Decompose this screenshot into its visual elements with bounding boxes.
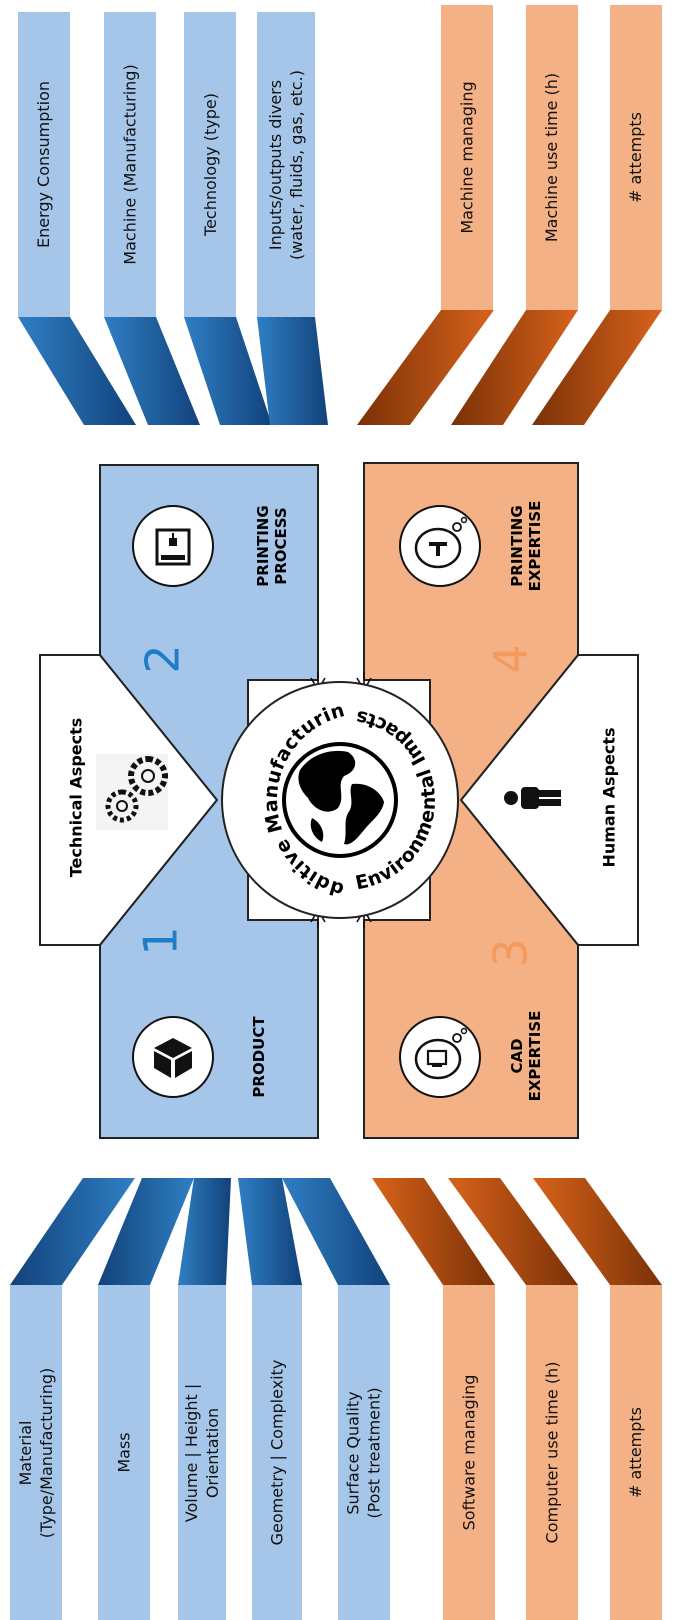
label-line: PRINTING xyxy=(254,505,272,587)
bar-label: Technology (type) xyxy=(200,93,220,236)
bar-label-line: (Post treatment) xyxy=(365,1386,384,1519)
number-3: 3 xyxy=(483,938,538,968)
bar-label: Mass xyxy=(114,1432,134,1473)
product-label: PRODUCT xyxy=(250,1009,268,1105)
bar-label: Computer use time (h) xyxy=(542,1361,562,1544)
top-orange-ribbons xyxy=(357,310,662,425)
svg-text:Additive Manufacturing: Additive Manufacturing xyxy=(0,699,347,1148)
printing-process-label: PRINTING PROCESS xyxy=(254,498,290,594)
bar-label: Machine (Manufacturing) xyxy=(120,64,140,265)
top-arc-text: Additive Manufacturing xyxy=(0,699,347,1148)
bar-software-managing: Software managing xyxy=(443,1285,495,1620)
bar-label-line: Surface Quality xyxy=(344,1390,363,1515)
globe-icon xyxy=(282,742,398,858)
bar-technology-type: Technology (type) xyxy=(184,12,236,317)
label-line: EXPERTISE xyxy=(526,500,544,592)
bar-computer-use-time: Computer use time (h) xyxy=(526,1285,578,1620)
bar-label: # attempts xyxy=(626,111,646,204)
printing-expertise-label: PRINTING EXPERTISE xyxy=(508,498,544,594)
bar-label-line: (Type/Manufacturing) xyxy=(37,1367,57,1538)
top-blue-ribbons xyxy=(18,317,328,425)
bar-label: Volume | Height | Orientation xyxy=(181,1383,223,1521)
label-line: EXPERTISE xyxy=(526,1010,544,1102)
bar-energy-consumption: Energy Consumption xyxy=(18,12,70,317)
bar-material: Material (Type/Manufacturing) xyxy=(10,1285,62,1620)
cad-expertise-label: CAD EXPERTISE xyxy=(508,1008,544,1104)
bar-machine-manufacturing: Machine (Manufacturing) xyxy=(104,12,156,317)
bar-label-line: Material xyxy=(16,1420,36,1486)
human-aspects-label: Human Aspects xyxy=(599,727,619,868)
bar-label-line: Volume | Height | xyxy=(182,1383,201,1522)
bar-label: Inputs/outputs divers (water, fluids, ga… xyxy=(265,69,307,259)
bar-machine-use-time: Machine use time (h) xyxy=(526,5,578,310)
label-line: PROCESS xyxy=(272,507,290,585)
bar-machine-managing: Machine managing xyxy=(441,5,493,310)
blue-panel xyxy=(99,464,319,1139)
bar-label: Energy Consumption xyxy=(34,80,54,249)
number-4: 4 xyxy=(483,644,538,674)
svg-text:Environmental Impacts: Environmental Impacts xyxy=(353,706,440,895)
technical-aspects-label: Technical Aspects xyxy=(66,717,86,878)
bar-label: Machine use time (h) xyxy=(542,72,562,243)
bar-label: # attempts xyxy=(626,1406,646,1499)
bottom-blue-ribbons xyxy=(10,1178,390,1285)
bar-label: Material (Type/Manufacturing) xyxy=(15,1367,57,1537)
label-line: CAD xyxy=(508,1038,526,1074)
bar-label: Geometry | Complexity xyxy=(267,1359,287,1546)
bar-attempts-computer: # attempts xyxy=(610,1285,662,1620)
orange-panel xyxy=(363,462,579,1139)
bar-label-line: (water, fluids, gas, etc.) xyxy=(287,69,307,260)
label-line: PRINTING xyxy=(508,505,526,587)
number-1: 1 xyxy=(133,926,188,956)
number-2: 2 xyxy=(135,644,190,674)
bar-volume-height: Volume | Height | Orientation xyxy=(178,1285,226,1620)
bar-label: Machine managing xyxy=(457,81,477,234)
bar-label-line: Orientation xyxy=(203,1407,222,1498)
bottom-arc-text: Environmental Impacts xyxy=(353,706,440,895)
bar-label: Surface Quality (Post treatment) xyxy=(343,1387,385,1518)
bar-surface-quality: Surface Quality (Post treatment) xyxy=(338,1285,390,1620)
bar-label: Software managing xyxy=(459,1374,479,1531)
bottom-orange-ribbons xyxy=(372,1178,662,1285)
bar-attempts-machine: # attempts xyxy=(610,5,662,310)
bar-inputs-outputs: Inputs/outputs divers (water, fluids, ga… xyxy=(257,12,315,317)
label-line: PRODUCT xyxy=(250,1016,268,1098)
bar-mass: Mass xyxy=(98,1285,150,1620)
bar-geometry: Geometry | Complexity xyxy=(252,1285,302,1620)
bar-label-line: Inputs/outputs divers xyxy=(266,79,286,250)
